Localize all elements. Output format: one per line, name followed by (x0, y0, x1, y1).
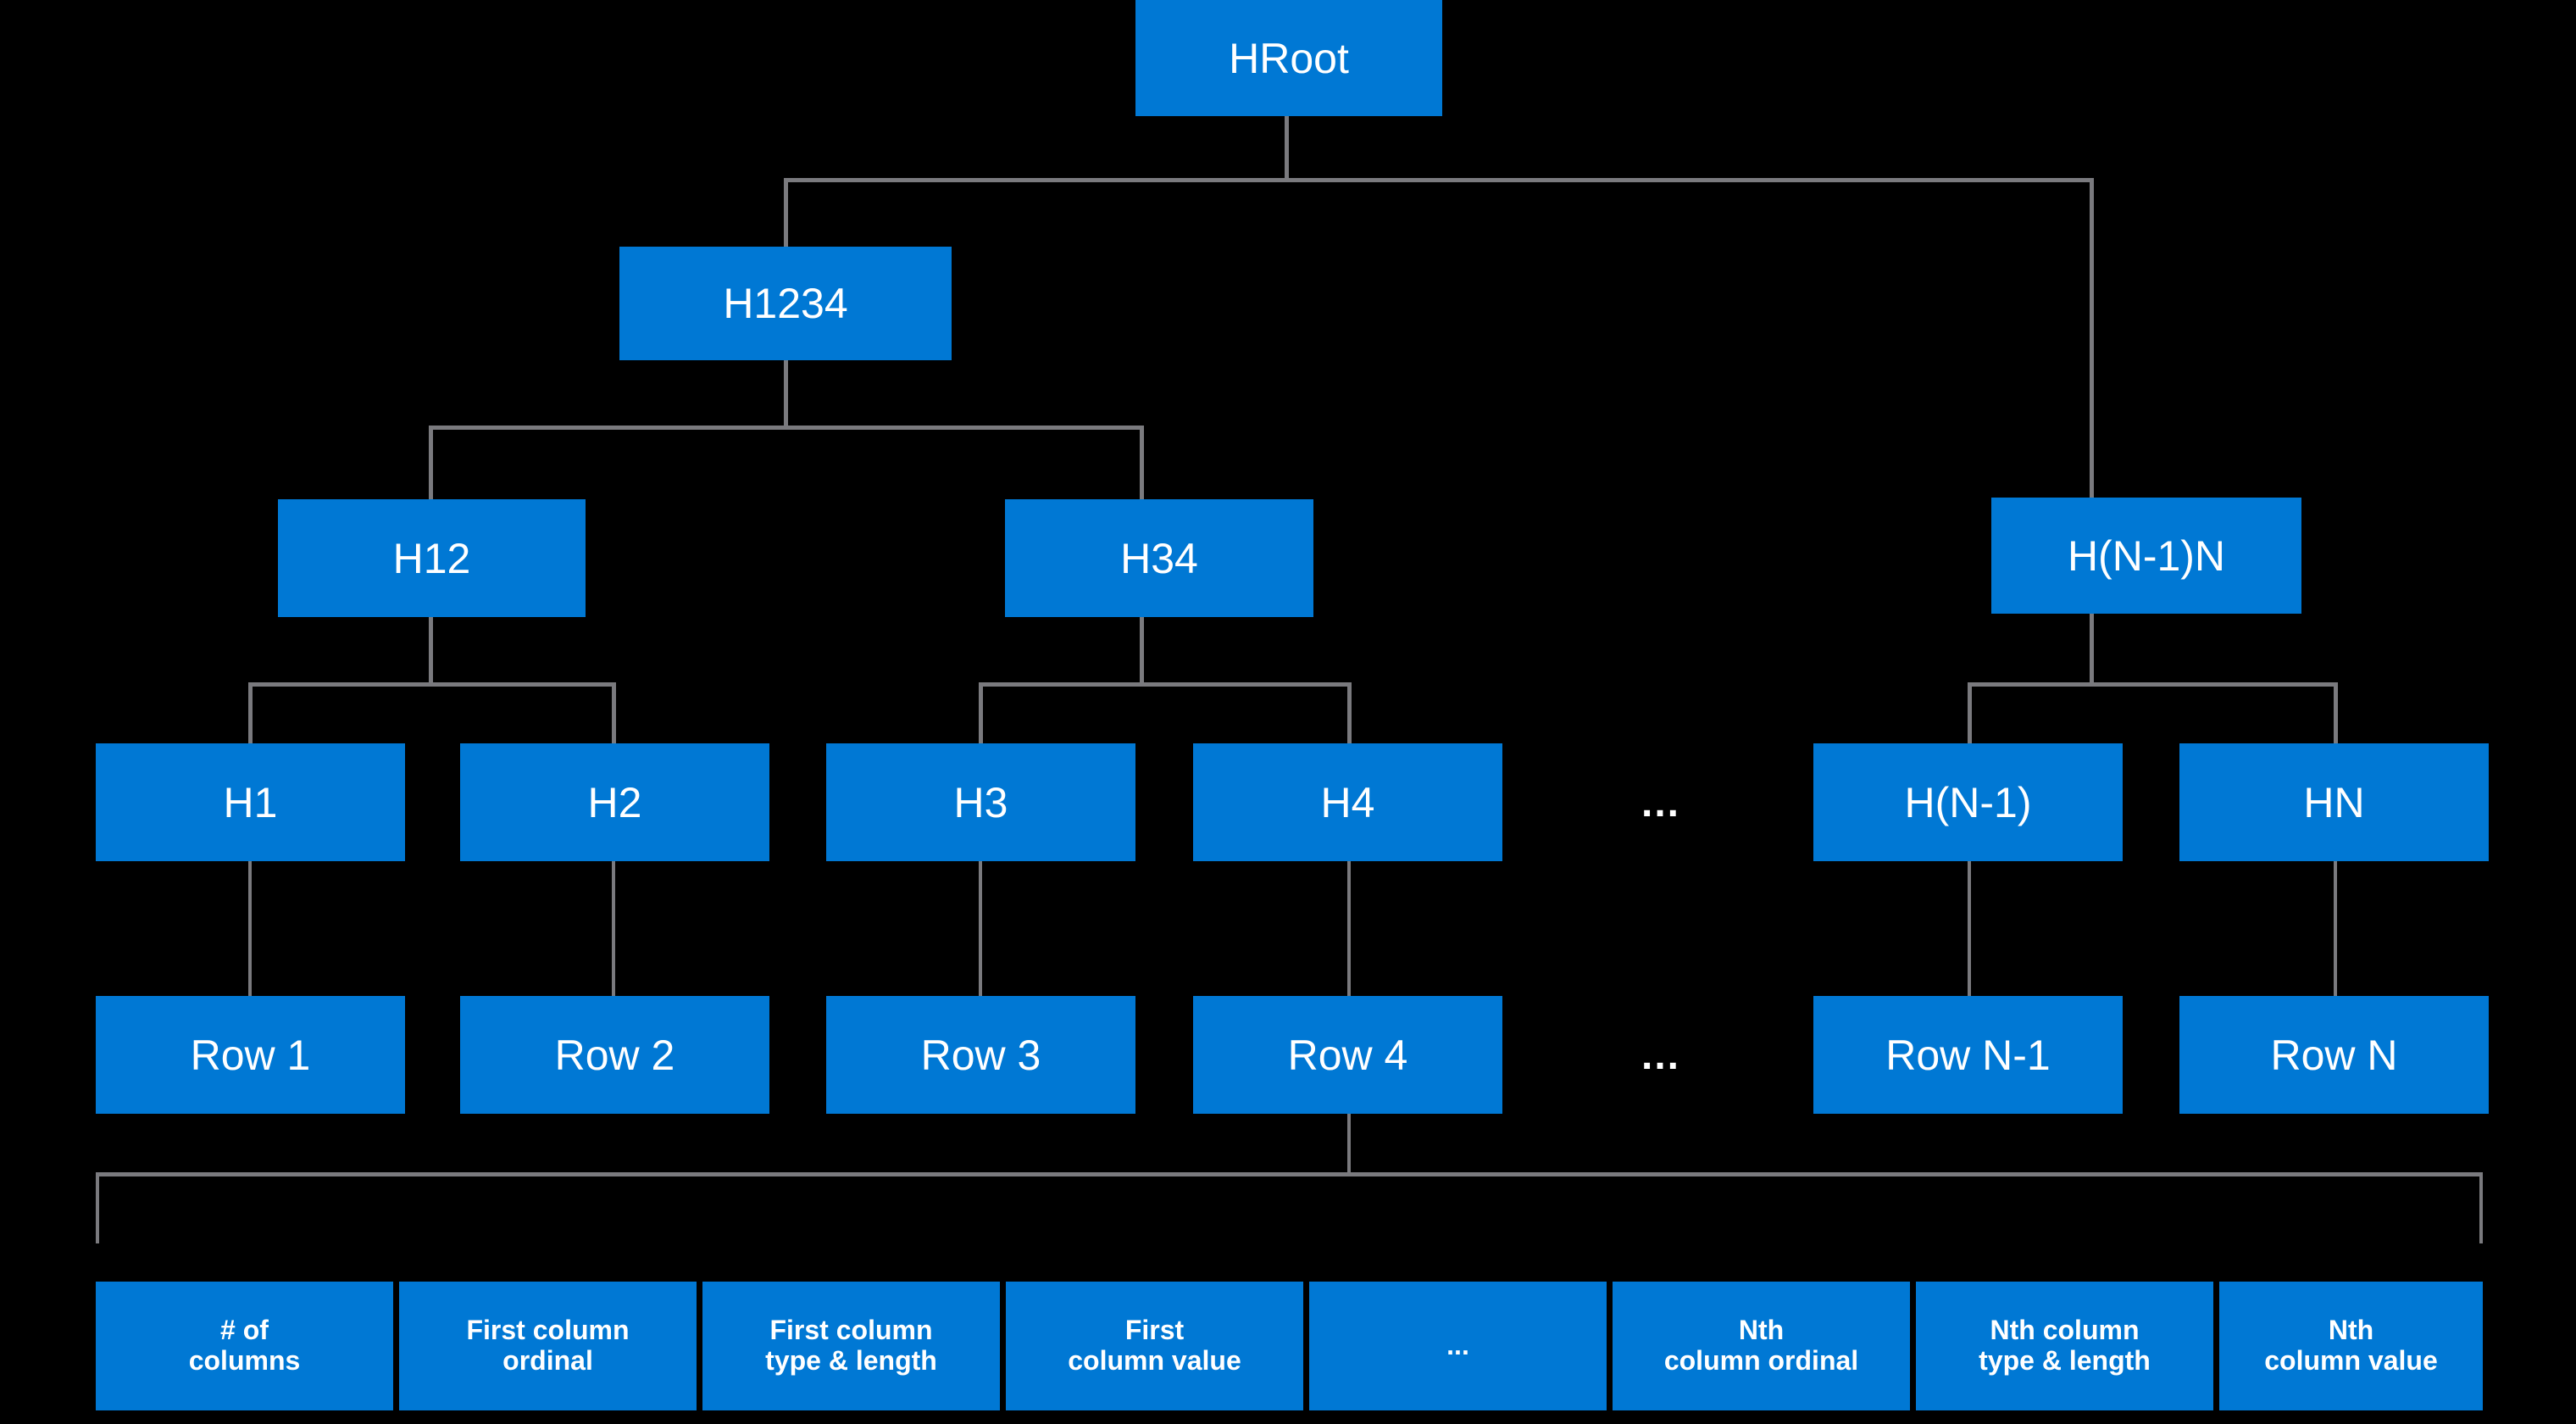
edge-h34-stem (1140, 617, 1144, 685)
edge-h12-to-h1 (248, 682, 253, 745)
edge-h1234-bus (429, 426, 1144, 430)
node-row-3[interactable]: Row 3 (826, 996, 1135, 1114)
node-label: H(N-1)N (2067, 531, 2226, 580)
edge-h2-to-row2 (612, 860, 615, 996)
node-row-n[interactable]: Row N (2179, 996, 2489, 1114)
hash-row-ellipsis: ... (1641, 780, 1680, 826)
edge-h12-stem (429, 617, 433, 685)
node-h4[interactable]: H4 (1193, 743, 1502, 861)
edge-root-to-h1234 (784, 178, 788, 248)
node-label: HN (2303, 778, 2365, 826)
detail-cell-line-1: Nth (1738, 1315, 1785, 1346)
node-row-2[interactable]: Row 2 (460, 996, 769, 1114)
node-row-n-1[interactable]: Row N-1 (1813, 996, 2123, 1114)
detail-cell-num-columns[interactable]: # of columns (96, 1282, 393, 1410)
detail-cell-line-2: column ordinal (1663, 1345, 1859, 1376)
edge-hn-1-to-rown-1 (1968, 860, 1971, 996)
edge-detail-bracket-right-stub (2479, 1172, 2483, 1243)
node-label: H2 (587, 778, 642, 826)
detail-cell-line-1: First column (466, 1315, 630, 1346)
node-h34[interactable]: H34 (1005, 499, 1313, 617)
edge-h34-to-h4 (1347, 682, 1352, 745)
edge-h4-to-row4 (1347, 860, 1351, 996)
node-label: H12 (392, 534, 471, 582)
edge-h1234-to-h34 (1140, 426, 1144, 500)
node-label: Row 4 (1287, 1031, 1408, 1079)
edge-detail-bracket-left-stub (96, 1172, 99, 1243)
node-label: Row 1 (190, 1031, 311, 1079)
node-label: H3 (953, 778, 1008, 826)
detail-cell-line-2: columns (188, 1345, 301, 1376)
node-hn1n[interactable]: H(N-1)N (1991, 498, 2301, 614)
detail-cell-first-column-value[interactable]: First column value (1006, 1282, 1303, 1410)
node-h3[interactable]: H3 (826, 743, 1135, 861)
node-hn-1[interactable]: H(N-1) (1813, 743, 2123, 861)
edge-detail-bracket (96, 1172, 2483, 1176)
detail-cell-line-2: ordinal (502, 1345, 593, 1376)
detail-cell-nth-column-ordinal[interactable]: Nth column ordinal (1613, 1282, 1910, 1410)
node-h12[interactable]: H12 (278, 499, 586, 617)
edge-h34-to-h3 (979, 682, 983, 745)
node-label: H1 (223, 778, 278, 826)
detail-cell-line-2: ... (1446, 1330, 1469, 1361)
edge-root-stem (1285, 116, 1289, 182)
node-label: Row N-1 (1885, 1031, 2051, 1079)
detail-cell-line-2: type & length (765, 1345, 937, 1376)
edge-h1234-stem (784, 360, 788, 428)
node-label: H4 (1320, 778, 1375, 826)
detail-cell-line-1: # of (220, 1315, 269, 1346)
detail-cell-line-2: column value (2264, 1345, 2438, 1376)
edge-row4-to-detail-stem (1347, 1114, 1351, 1175)
node-label: Row 3 (920, 1031, 1041, 1079)
edge-h3-to-row3 (979, 860, 982, 996)
node-hroot[interactable]: HRoot (1135, 0, 1442, 116)
detail-cell-line-1: First column (769, 1315, 933, 1346)
node-label: HRoot (1229, 34, 1349, 82)
edge-h12-to-h2 (612, 682, 616, 745)
node-row-4[interactable]: Row 4 (1193, 996, 1502, 1114)
detail-cell-nth-column-value[interactable]: Nth column value (2219, 1282, 2483, 1410)
node-h1[interactable]: H1 (96, 743, 405, 861)
node-label: Row N (2270, 1031, 2398, 1079)
edge-root-to-hn1n (2090, 178, 2094, 498)
edge-h1234-to-h12 (429, 426, 433, 500)
detail-cell-nth-column-type-length[interactable]: Nth column type & length (1916, 1282, 2213, 1410)
edge-h12-bus (248, 682, 616, 687)
detail-cell-line-2: type & length (1979, 1345, 2151, 1376)
node-h2[interactable]: H2 (460, 743, 769, 861)
edge-h34-bus (979, 682, 1352, 687)
edge-hn1n-to-hn-1 (1968, 682, 1972, 745)
node-row-1[interactable]: Row 1 (96, 996, 405, 1114)
edge-h1-to-row1 (248, 860, 252, 996)
detail-cell-line-1: Nth column (1990, 1315, 2140, 1346)
node-label: Row 2 (554, 1031, 675, 1079)
node-label: H34 (1120, 534, 1198, 582)
detail-cell-line-1: First (1124, 1315, 1185, 1346)
row-ellipsis: ... (1641, 1032, 1680, 1078)
detail-cell-line-2: column value (1068, 1345, 1241, 1376)
edge-hn1n-bus (1968, 682, 2338, 687)
node-h1234[interactable]: H1234 (619, 247, 952, 360)
node-label: H1234 (723, 280, 848, 327)
detail-cell-ellipsis[interactable]: ... (1309, 1282, 1607, 1410)
node-hn[interactable]: HN (2179, 743, 2489, 861)
node-label: H(N-1) (1904, 778, 2032, 826)
detail-cell-line-1: Nth (2328, 1315, 2374, 1346)
detail-cell-first-column-type-length[interactable]: First column type & length (702, 1282, 1000, 1410)
edge-hn1n-stem (2090, 613, 2094, 685)
edge-hn1n-to-hn (2334, 682, 2338, 745)
edge-hn-to-rown (2334, 860, 2337, 996)
edge-root-bus (784, 178, 2094, 182)
detail-cell-first-column-ordinal[interactable]: First column ordinal (399, 1282, 697, 1410)
